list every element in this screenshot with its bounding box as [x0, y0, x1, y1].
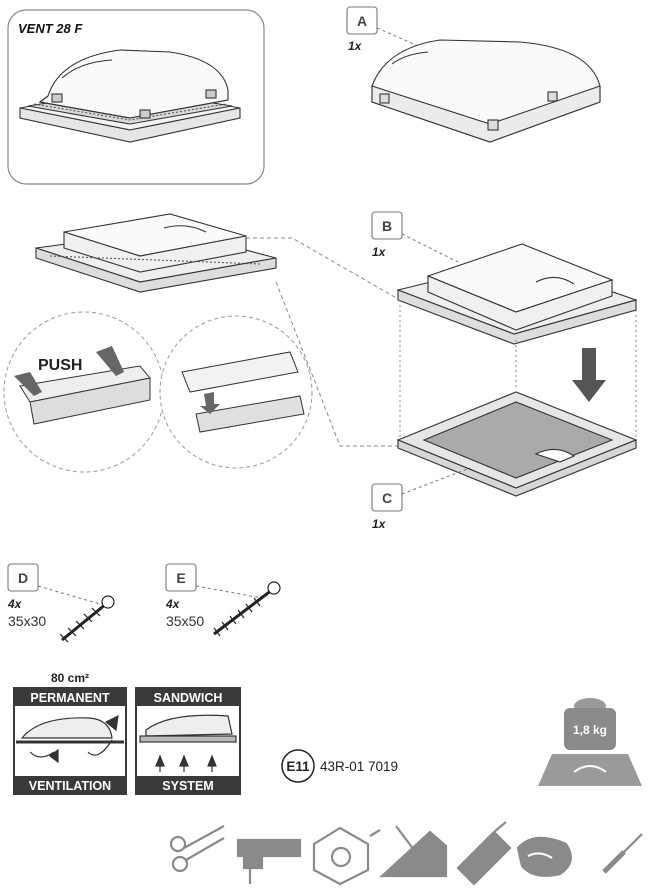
part-e-leader-line — [195, 585, 263, 599]
certification-code: 43R-01 7019 — [320, 759, 398, 774]
product-title: VENT 28 F — [18, 21, 83, 36]
jigsaw-icon — [236, 838, 302, 884]
clip-arrow-down — [200, 392, 220, 414]
part-d-qty: 4x — [7, 597, 23, 611]
part-c-leader-line — [401, 467, 471, 495]
part-d-label-box — [7, 563, 39, 592]
frame-leader-line-top — [246, 237, 401, 301]
part-b-frame-image — [396, 243, 638, 345]
part-e-letter: E — [176, 570, 185, 586]
sandwich-roof-icon — [139, 714, 237, 772]
weight-scale-icon: 1,8 kg — [538, 698, 642, 786]
cleaning-cloth-icon — [516, 836, 572, 877]
part-e-size: 35x50 — [166, 613, 204, 629]
scissors-icon — [169, 825, 225, 873]
product-card: VENT 28 F — [7, 9, 265, 185]
product-vent-image — [19, 49, 241, 143]
airflow-icon — [16, 714, 124, 764]
part-b-label-box — [371, 211, 403, 240]
push-arrow-right — [96, 346, 124, 376]
drill-hole-icon — [312, 826, 381, 886]
part-d-leader-line — [37, 585, 101, 605]
part-a-letter: A — [357, 13, 367, 29]
certification: E11 43R-01 7019 — [281, 749, 398, 783]
screwdriver-icon — [602, 833, 643, 874]
part-b-letter: B — [382, 218, 392, 234]
part-e-label-box — [165, 563, 197, 592]
screw-d-icon — [59, 595, 115, 643]
part-a-qty: 1x — [348, 39, 363, 53]
push-label: PUSH — [38, 357, 82, 374]
part-c-label-box — [371, 483, 403, 512]
screw-e-icon — [213, 581, 281, 637]
part-b-qty: 1x — [372, 245, 387, 259]
e-mark-icon — [281, 749, 315, 783]
assembly-arrow-down — [572, 348, 606, 402]
ventilation-area: 80 cm² — [51, 671, 89, 685]
weight-label: 1,8 kg — [573, 723, 607, 737]
clip-detail — [159, 315, 313, 469]
part-c-letter: C — [382, 490, 392, 506]
part-d-letter: D — [18, 570, 28, 586]
sealant-tube-icon — [456, 821, 512, 886]
sealant-applicator-icon — [379, 825, 448, 878]
part-b-leader-line — [401, 233, 459, 263]
push-detail: PUSH — [3, 311, 165, 473]
part-c-qty: 1x — [372, 517, 387, 531]
part-a-group: A 1x — [346, 6, 601, 143]
sandwich-system-badge: SANDWICH SYSTEM — [135, 687, 241, 795]
part-c-group: C 1x — [371, 391, 638, 531]
sandwich-top-label: SANDWICH — [154, 691, 223, 705]
certification-mark: E11 — [286, 759, 310, 774]
part-d-group: D 4x 35x30 — [7, 563, 115, 643]
part-a-label-box — [346, 6, 378, 35]
part-c-frame-image — [396, 391, 638, 497]
part-d-size: 35x30 — [8, 613, 46, 629]
ventilation-bottom-label: VENTILATION — [29, 779, 111, 793]
part-a-cover-image — [371, 39, 601, 143]
push-arrow-left — [14, 372, 42, 396]
ventilation-top-label: PERMANENT — [30, 691, 110, 705]
tools-row — [169, 821, 643, 886]
part-e-qty: 4x — [165, 597, 181, 611]
part-b-group: B 1x — [371, 211, 638, 345]
sandwich-bottom-label: SYSTEM — [162, 779, 213, 793]
part-e-group: E 4x 35x50 — [165, 563, 281, 637]
frame-leader-line-bottom — [275, 281, 400, 447]
left-frame-image — [35, 213, 277, 293]
permanent-ventilation-badge: 80 cm² PERMANENT VENTILATION — [13, 671, 127, 795]
